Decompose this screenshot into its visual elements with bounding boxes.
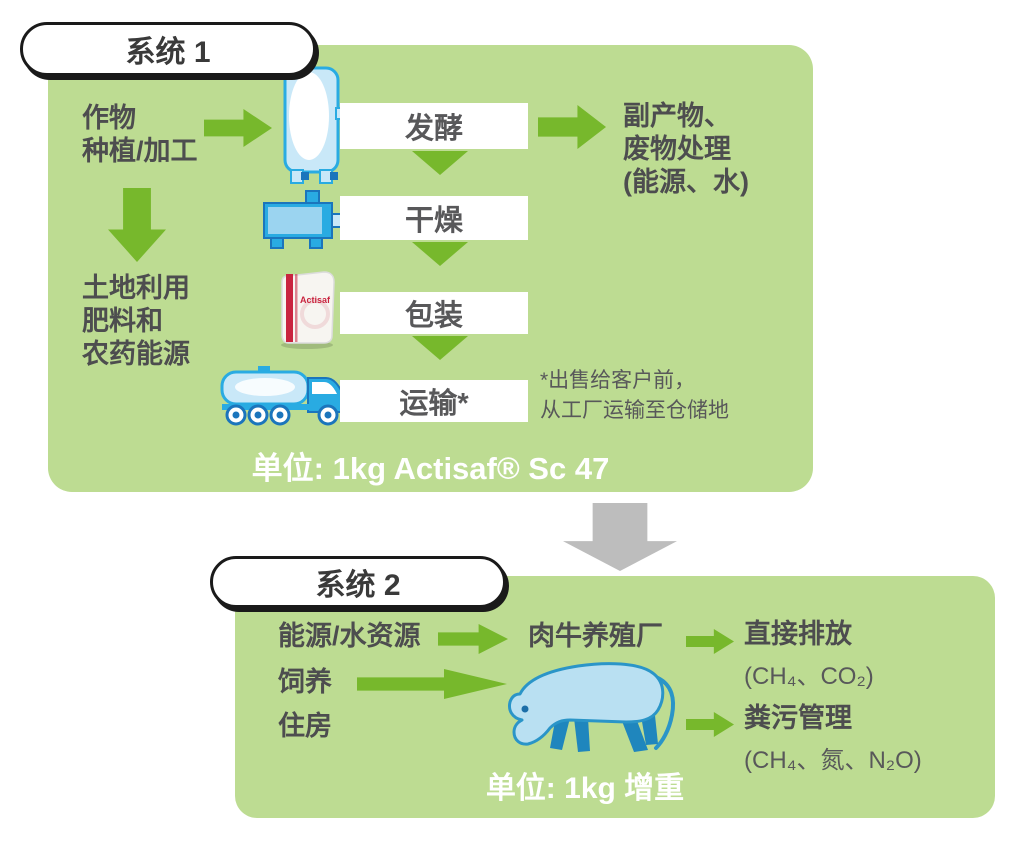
process-step-transport: 运输* bbox=[340, 380, 528, 422]
process-step-fermentation: 发酵 bbox=[340, 103, 528, 149]
land-use-label: 土地利用 肥料和 农药能源 bbox=[82, 273, 190, 369]
input-energy-water-label: 能源/水资源 bbox=[278, 621, 421, 651]
product-bag-icon: Actisaf bbox=[274, 270, 340, 350]
fermentation-tank-icon bbox=[276, 56, 348, 190]
direct-emissions-detail: (CH₄、CO₂) bbox=[744, 663, 874, 690]
system2-title-pill: 系统 2 bbox=[210, 556, 506, 608]
transport-label: 运输* bbox=[399, 388, 469, 420]
system1-functional-unit: 单位: 1kg Actisaf® Sc 47 bbox=[251, 451, 610, 486]
system2-functional-unit: 单位: 1kg 增重 bbox=[485, 772, 685, 805]
drying-label: 干燥 bbox=[404, 205, 463, 237]
system-transition-arrow-icon bbox=[563, 503, 677, 571]
tanker-truck-icon bbox=[220, 366, 352, 430]
drying-machine-icon bbox=[262, 190, 346, 252]
system1-title: 系统 1 bbox=[125, 36, 211, 69]
input-housing-label: 住房 bbox=[278, 711, 332, 741]
manure-management-detail: (CH₄、氮、N₂O) bbox=[744, 747, 922, 774]
transport-note: *出售给客户前， 从工厂运输至仓储地 bbox=[540, 369, 729, 422]
byproducts-label: 副产物、 废物处理 (能源、水) bbox=[623, 101, 749, 197]
input-feeding-label: 饲养 bbox=[278, 667, 332, 697]
process-step-drying: 干燥 bbox=[340, 196, 528, 240]
direct-emissions-label: 直接排放 bbox=[744, 619, 852, 649]
system1-title-pill: 系统 1 bbox=[20, 22, 316, 76]
manure-management-label: 粪污管理 bbox=[744, 703, 852, 733]
bag-brand-label: Actisaf bbox=[300, 295, 331, 305]
process-step-packaging: 包装 bbox=[340, 292, 528, 334]
cow-icon bbox=[500, 648, 688, 762]
farm-label: 肉牛养殖厂 bbox=[528, 621, 663, 651]
packaging-label: 包装 bbox=[404, 300, 463, 332]
fermentation-label: 发酵 bbox=[404, 113, 463, 145]
system2-title: 系统 2 bbox=[315, 569, 401, 602]
crop-input-label: 作物 种植/加工 bbox=[82, 103, 198, 166]
